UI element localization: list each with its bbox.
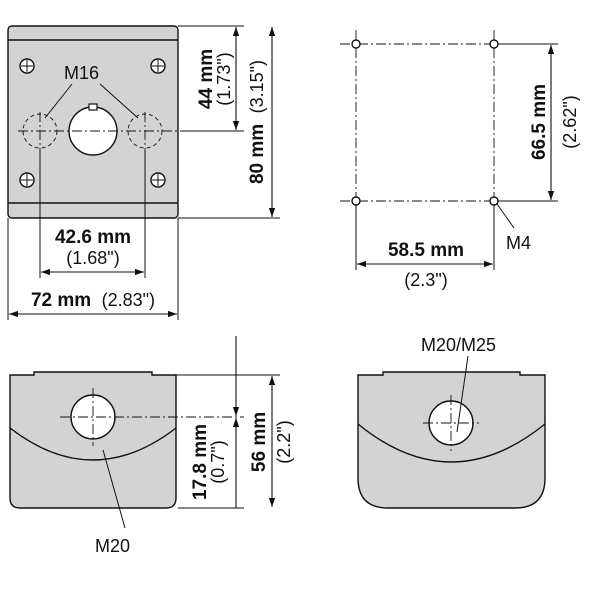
front-view: M16 42.6 mm (1.68") 72 mm (2.83") 44 mm … (7, 25, 280, 320)
leader-line (496, 203, 515, 229)
dim-entry-label: 17.8 mm (190, 424, 211, 500)
dim-entry-metric: 17.8 mm (190, 424, 211, 500)
dim-vertical-label-imperial: (2.62") (560, 95, 580, 148)
mounting-screw-hole-icon (489, 196, 499, 206)
corner-screw-icon (19, 172, 35, 188)
side-view-left: M20 17.8 mm (0.7") 56 mm (2.2") (9, 336, 294, 556)
dim-vertical-label: 66.5 mm (529, 84, 550, 160)
dim-height-imperial: (3.15") (247, 60, 267, 113)
dim-width-imperial: (2.83") (102, 290, 155, 310)
dim-entry-imperial: (0.7") (208, 440, 228, 483)
dim-spacing-imperial: (1.68") (66, 248, 119, 268)
dim-vertical-imperial: (2.62") (560, 95, 580, 148)
enclosure-side-body (9, 371, 177, 509)
entry-label-m20-m25: M20/M25 (421, 335, 496, 355)
dim-horizontal-imperial: (2.3") (404, 270, 447, 290)
mounting-screw-hole-icon (489, 39, 499, 49)
corner-screw-icon (150, 172, 166, 188)
enclosure-side-curve (357, 423, 546, 463)
dim-offset-label: 44 mm (196, 49, 217, 109)
leader-line (456, 355, 469, 433)
enclosure-side-curve (9, 427, 177, 461)
dim-depth-label-imperial: (2.2") (274, 420, 294, 463)
dim-depth-label: 56 mm (249, 412, 270, 472)
corner-screw-icon (150, 58, 166, 74)
thread-label-m16: M16 (64, 63, 99, 83)
dim-offset-label-imperial: (1.73") (214, 52, 234, 105)
dim-vertical-metric: 66.5 mm (529, 84, 550, 160)
dim-spacing-metric: 42.6 mm (55, 227, 131, 248)
dim-width-label: 72 mm (2.83") (31, 290, 155, 311)
leader-line (102, 449, 126, 529)
leader-line (44, 83, 73, 119)
entry-label-m20: M20 (95, 536, 130, 556)
corner-screw-icon (19, 58, 35, 74)
dim-depth-imperial: (2.2") (274, 420, 294, 463)
dim-height-label: 80 mm (3.15") (247, 60, 268, 184)
mounting-screw-hole-icon (351, 39, 361, 49)
dim-entry-label-imperial: (0.7") (208, 440, 228, 483)
dim-offset-metric: 44 mm (196, 49, 217, 109)
screw-label-m4: M4 (506, 233, 531, 253)
dim-horizontal-metric: 58.5 mm (388, 240, 464, 261)
dim-height-metric: 80 mm (247, 124, 268, 184)
leader-line (99, 83, 139, 119)
dim-width-metric: 72 mm (31, 290, 91, 311)
side-view-right: M20/M25 (357, 335, 546, 509)
mounting-pattern-view: 58.5 mm (2.3") 66.5 mm (2.62") M4 (340, 30, 580, 290)
dim-depth-metric: 56 mm (249, 412, 270, 472)
mounting-screw-hole-icon (351, 196, 361, 206)
dim-offset-imperial: (1.73") (214, 52, 234, 105)
